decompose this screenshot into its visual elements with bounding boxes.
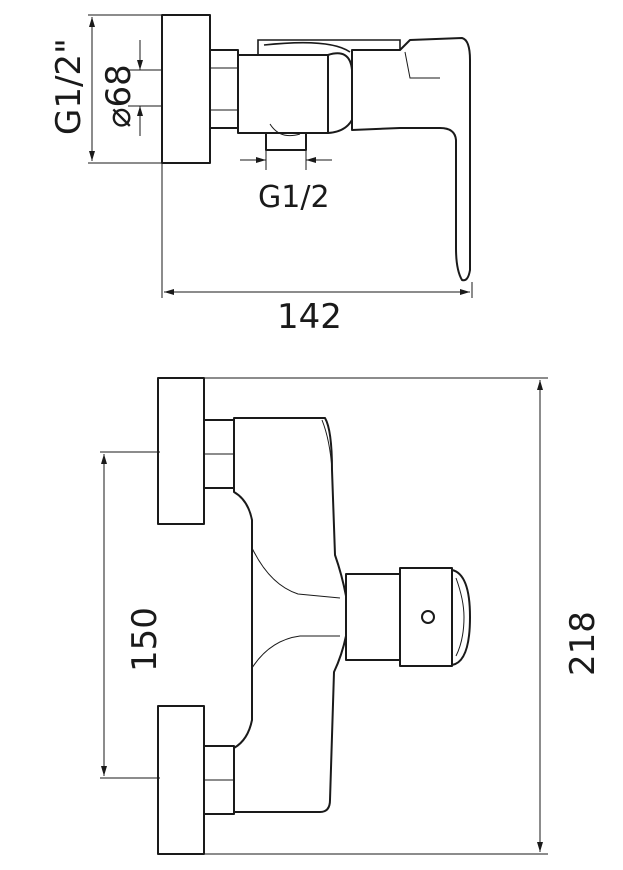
side-mixer-body <box>237 54 329 134</box>
front-handle-cap <box>451 569 471 666</box>
side-view <box>161 14 471 282</box>
side-lever <box>351 37 471 282</box>
front-top-flange <box>157 377 205 525</box>
front-mixer-body <box>233 417 347 813</box>
set-screw-icon <box>421 610 435 624</box>
dim-spacing-label: 150 <box>125 607 165 672</box>
side-wall-flange <box>161 14 211 164</box>
dim-length-label: 142 <box>277 297 342 337</box>
dim-diameter-label: ⌀68 <box>99 64 139 128</box>
front-dimensions: 150 218 <box>100 377 603 855</box>
front-bottom-flange <box>157 705 205 855</box>
dim-g12-top-label: G1/2" <box>49 38 89 135</box>
front-cartridge-housing <box>345 573 401 661</box>
side-hex-nut <box>209 49 239 129</box>
side-lever-cap <box>327 52 353 134</box>
side-dimensions: G1/2" ⌀68 G1/2 142 <box>49 14 473 337</box>
dim-g12-outlet-label: G1/2 <box>258 180 330 215</box>
front-view <box>157 377 471 855</box>
dim-height-label: 218 <box>563 611 603 676</box>
